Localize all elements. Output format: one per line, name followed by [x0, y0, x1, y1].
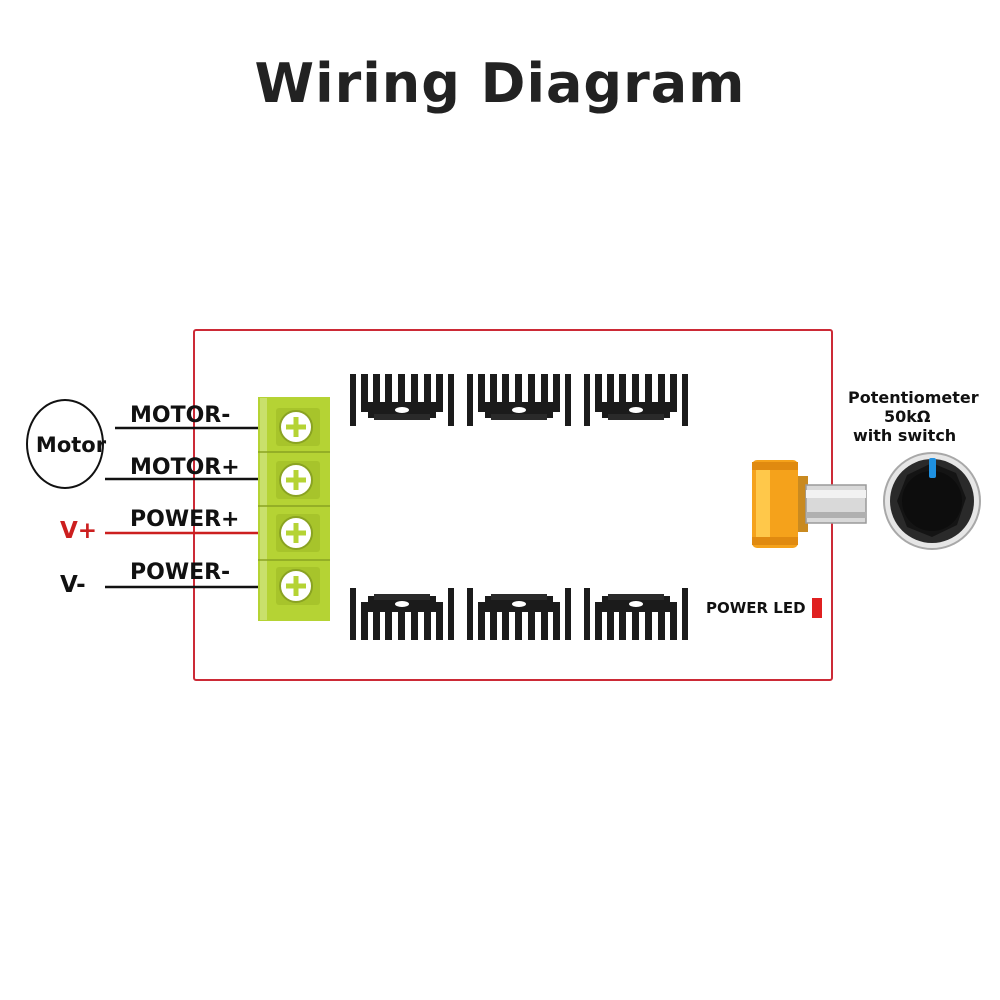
potentiometer-shaft [805, 484, 867, 524]
potentiometer-value: 50kΩ [884, 407, 931, 426]
potentiometer-body [752, 460, 808, 548]
terminal-screw-2 [276, 461, 320, 499]
potentiometer-switch-label: with switch [853, 426, 957, 445]
terminal-screw-1 [276, 408, 320, 446]
supply-label-v-minus: V- [60, 572, 86, 598]
potentiometer-label: Potentiometer [848, 388, 979, 407]
power-led-label: POWER LED [706, 599, 806, 617]
knob-indicator-icon [929, 458, 936, 478]
power-led [812, 598, 822, 618]
terminal-label-power-minus: POWER- [130, 560, 231, 585]
motor-label: Motor [35, 433, 107, 457]
terminal-label-motor-minus: MOTOR- [130, 403, 231, 428]
potentiometer-knob [883, 452, 981, 550]
terminal-label-power-plus: POWER+ [130, 507, 240, 532]
heatsink-bottom-1 [350, 588, 454, 640]
supply-label-v-plus: V+ [60, 518, 98, 544]
heatsink-top-1 [350, 374, 454, 426]
heatsink-top-2 [467, 374, 571, 426]
terminal-label-motor-plus: MOTOR+ [130, 455, 240, 480]
page-title: Wiring Diagram [254, 52, 746, 115]
heatsink-bottom-3 [584, 588, 688, 640]
motor-circle [26, 399, 104, 489]
terminal-screw-3 [276, 514, 320, 552]
heatsink-bottom-2 [467, 588, 571, 640]
heatsink-top-3 [584, 374, 688, 426]
terminal-screw-4 [276, 567, 320, 605]
